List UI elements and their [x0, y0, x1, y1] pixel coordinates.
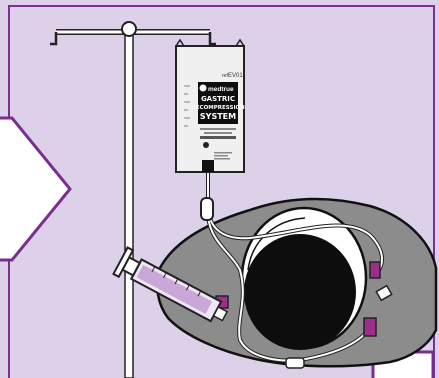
bag-title-line3: SYSTEM	[200, 112, 236, 121]
drainage-bag: ref EV01 medtrue GASTRIC DECOMPRESSION S…	[176, 40, 245, 172]
tube-clamp-icon	[201, 198, 213, 220]
bag-title-line1: GASTRIC	[201, 95, 235, 103]
bag-code: EV01	[228, 73, 243, 79]
bag-brand: medtrue	[208, 86, 234, 93]
bag-title-line2: DECOMPRESSION	[191, 105, 245, 111]
